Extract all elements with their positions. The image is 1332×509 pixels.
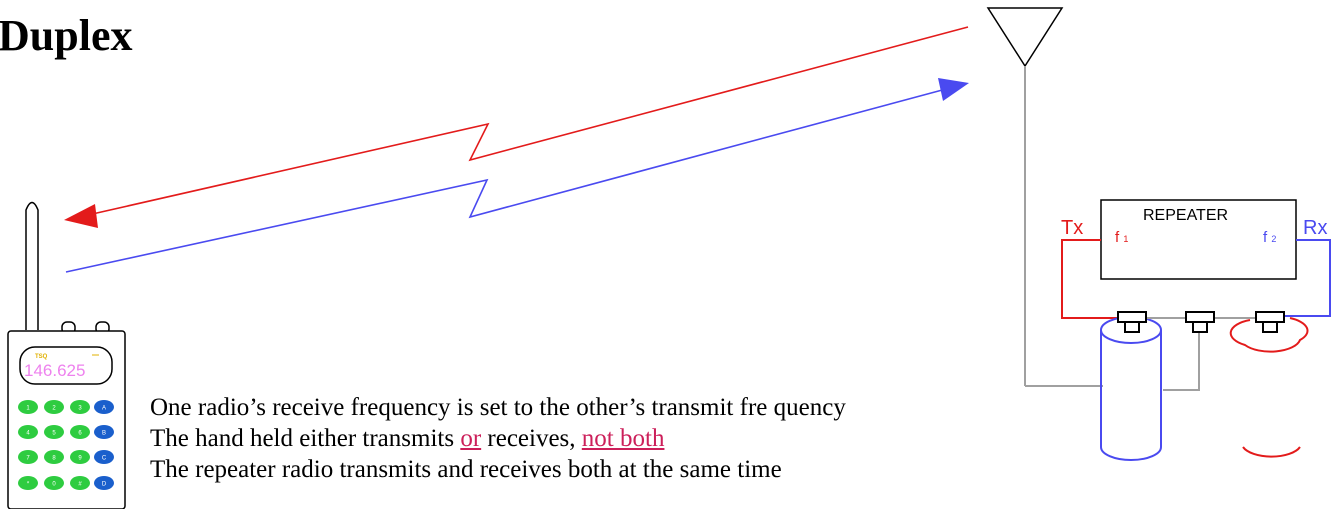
key-C[interactable] <box>94 450 114 464</box>
key-4[interactable] <box>18 425 38 439</box>
key-D[interactable] <box>94 476 114 490</box>
not-both-highlight: not both <box>581 425 665 452</box>
keypad: 1 2 3 A 4 5 6 B 7 8 9 C * 0 # D <box>18 400 114 490</box>
key-label: 7 <box>26 456 30 462</box>
repeater-label: REPEATER <box>1143 207 1229 224</box>
key-label: # <box>78 482 82 488</box>
text-line-1: One radio’s receive frequency is set to … <box>150 394 846 421</box>
handheld-display <box>19 346 113 385</box>
text-line-3: The repeater radio transmits and receive… <box>150 456 782 483</box>
text-line-2: The hand held either transmits or receiv… <box>150 425 665 452</box>
key-A[interactable] <box>94 400 114 414</box>
key-label: C <box>102 456 107 462</box>
key-#[interactable] <box>70 476 90 490</box>
key-label: 2 <box>52 406 56 412</box>
tx-link-red <box>64 26 969 228</box>
handheld-radio: 1 2 3 A 4 5 6 B 7 8 9 C * 0 # D <box>7 201 126 509</box>
key-3[interactable] <box>70 400 90 414</box>
duplexer <box>1100 311 1309 461</box>
rx-label: Rx <box>1303 217 1328 239</box>
key-9[interactable] <box>70 450 90 464</box>
display-mode: TSQ <box>35 354 48 360</box>
key-label: 8 <box>52 456 56 462</box>
key-label: * <box>27 482 30 488</box>
or-highlight: or <box>460 425 482 452</box>
rx-wire <box>1283 239 1331 317</box>
key-label: 1 <box>26 406 30 412</box>
key-label: B <box>102 431 106 437</box>
key-*[interactable] <box>18 476 38 490</box>
rx-link-blue <box>65 78 969 273</box>
key-label: 4 <box>26 431 30 437</box>
key-label: 5 <box>52 431 56 437</box>
key-8[interactable] <box>44 450 64 464</box>
key-7[interactable] <box>18 450 38 464</box>
key-label: 0 <box>52 482 56 488</box>
repeater-antenna <box>986 7 1103 387</box>
key-5[interactable] <box>44 425 64 439</box>
key-2[interactable] <box>44 400 64 414</box>
explanation-text: One radio’s receive frequency is set to … <box>150 392 846 485</box>
f2-label: f 2 <box>1263 229 1277 246</box>
f1-label: f 1 <box>1115 229 1129 246</box>
key-1[interactable] <box>18 400 38 414</box>
tx-wire <box>1061 239 1120 319</box>
slide-title: Duplex <box>0 11 133 60</box>
key-label: 6 <box>78 431 82 437</box>
key-label: 9 <box>78 456 82 462</box>
key-6[interactable] <box>70 425 90 439</box>
tx-label: Tx <box>1061 217 1084 239</box>
key-label: 3 <box>78 406 82 412</box>
key-label: A <box>102 406 106 412</box>
display-frequency: 146.625 <box>24 361 86 380</box>
key-0[interactable] <box>44 476 64 490</box>
key-B[interactable] <box>94 425 114 439</box>
key-label: D <box>102 482 107 488</box>
